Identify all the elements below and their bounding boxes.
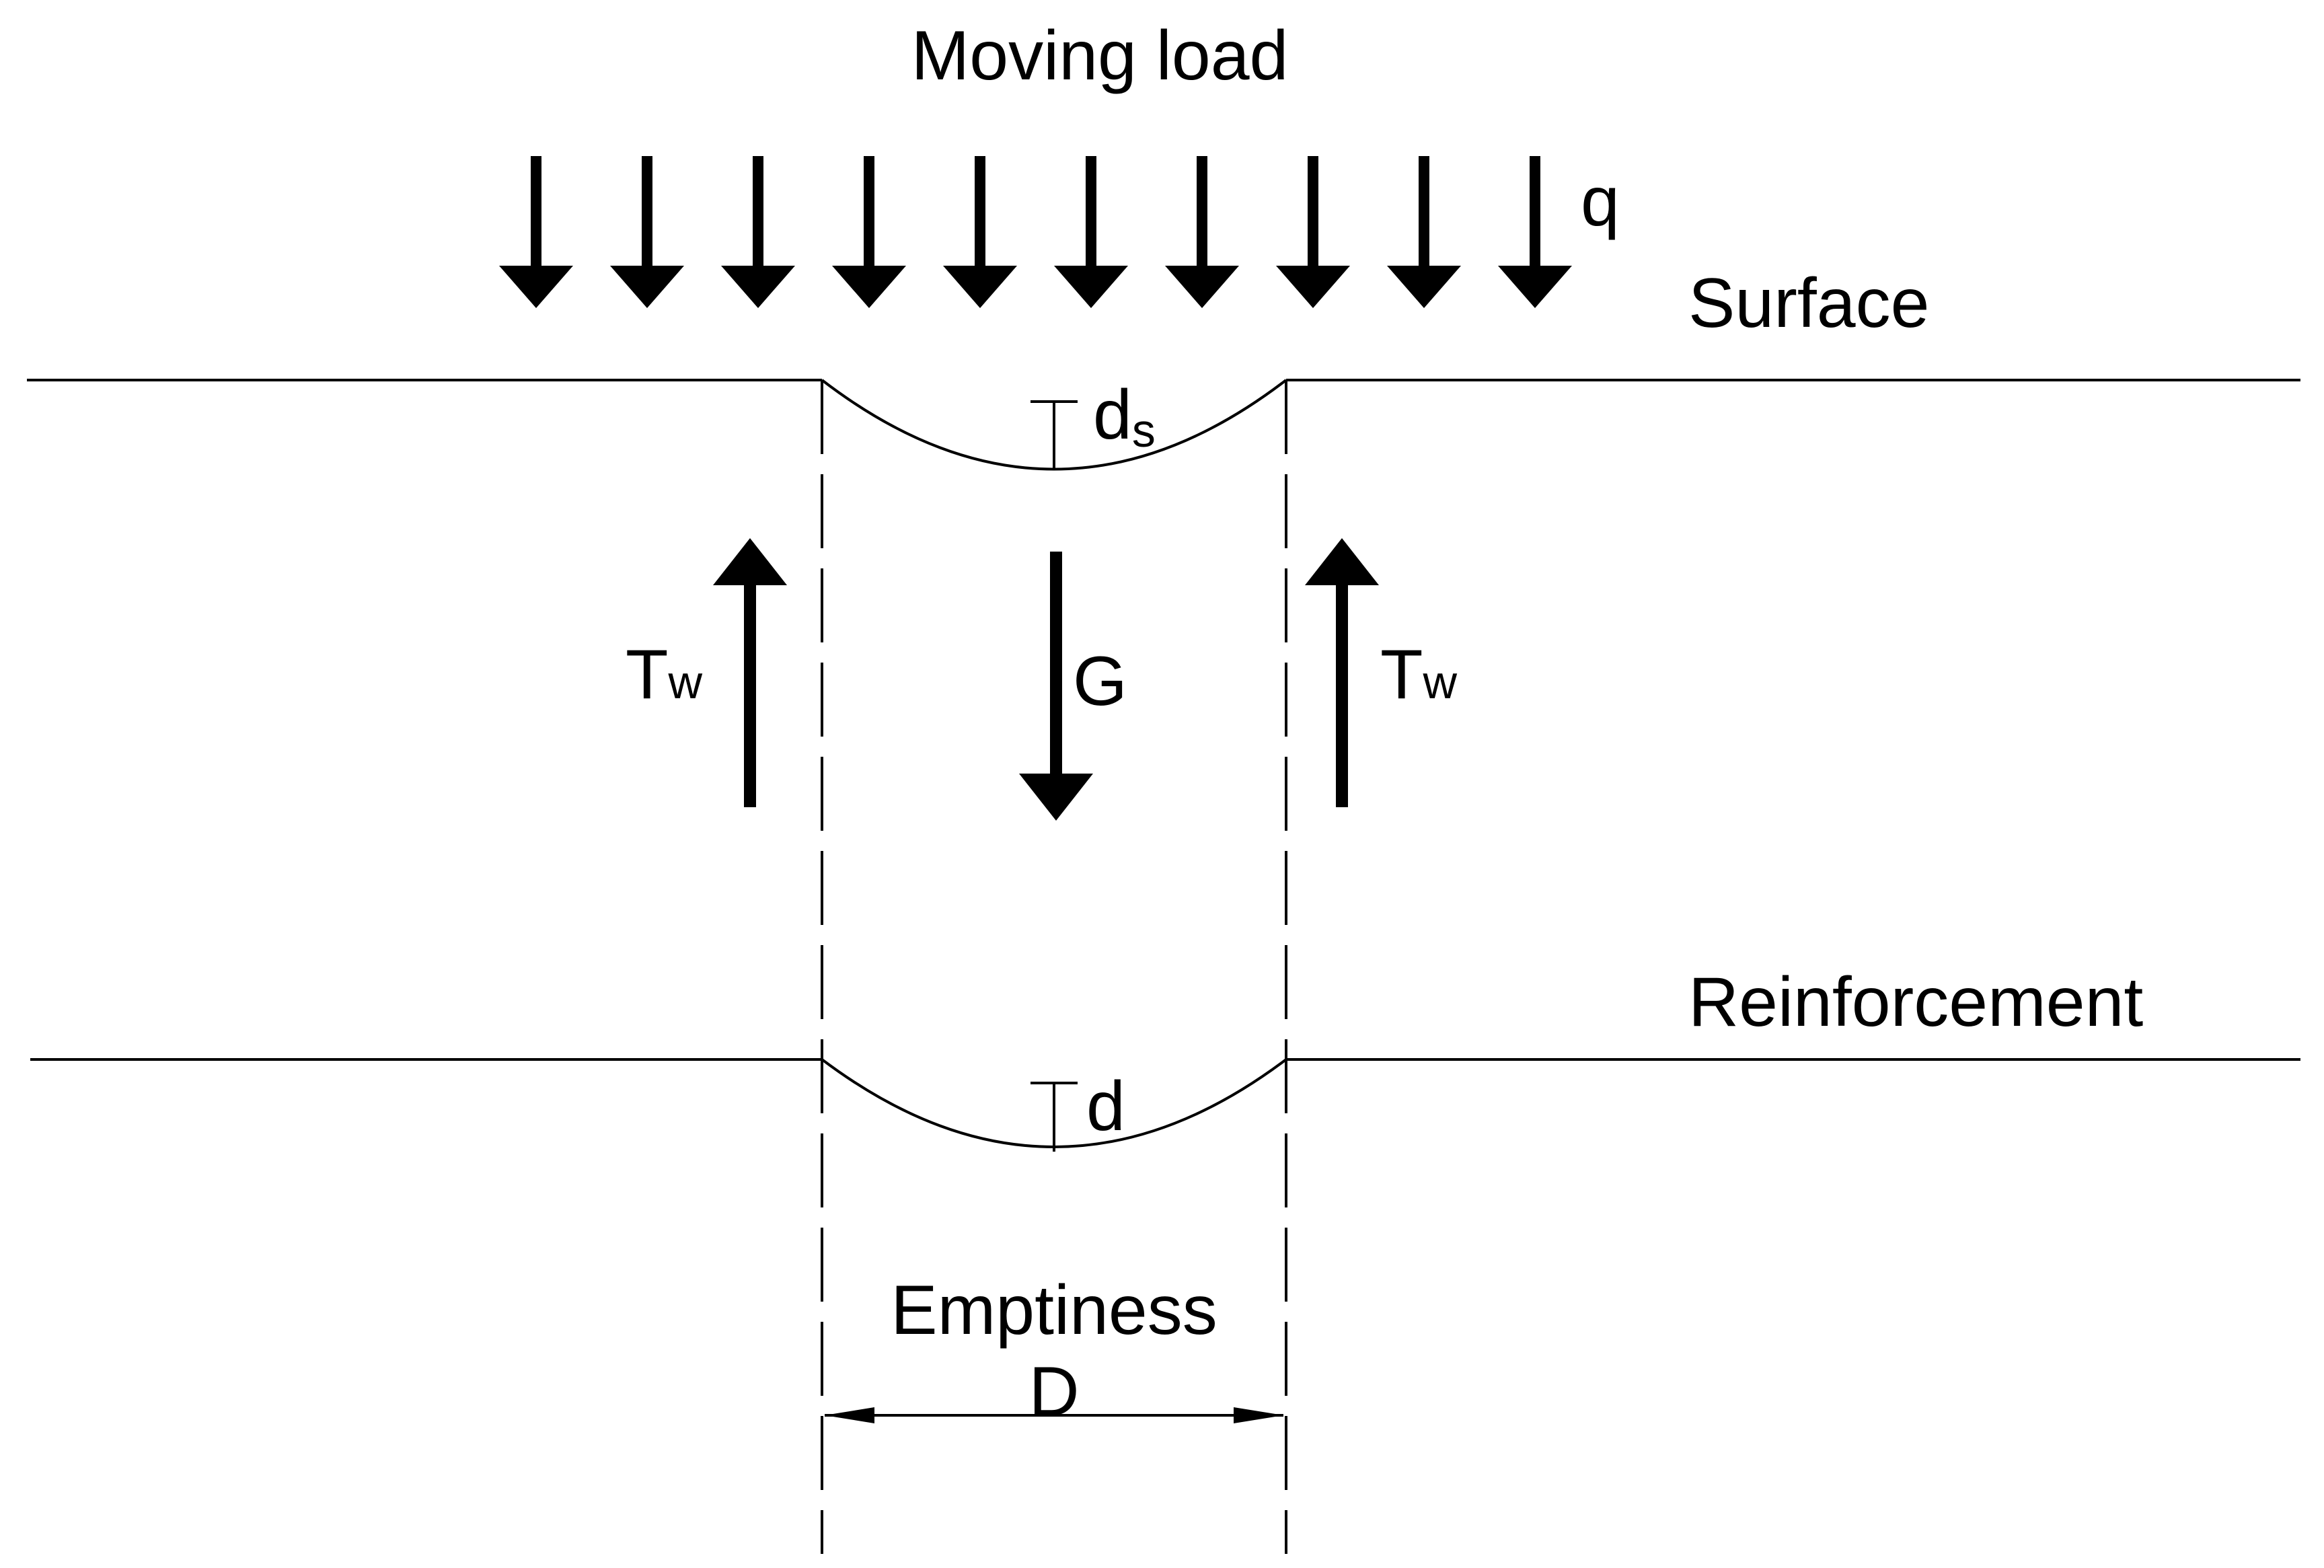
g-label: G: [1073, 642, 1127, 720]
emptiness-label: Emptiness: [891, 1271, 1217, 1349]
load-arrow: [1387, 156, 1461, 308]
load-arrow: [610, 156, 684, 308]
reinforcement-line: [30, 1058, 2300, 1148]
ds-dimension: [1030, 400, 1078, 469]
surface-label: Surface: [1688, 264, 1929, 342]
d-dimension: [1030, 1082, 1078, 1152]
gravity-arrow: [1019, 552, 1093, 821]
load-arrow: [721, 156, 795, 308]
d-label: d: [1086, 1068, 1125, 1146]
tw-right-arrow: [1305, 538, 1379, 807]
void-width-label: D: [1028, 1353, 1079, 1431]
void-width-dimension: [825, 1407, 1283, 1423]
load-arrow: [499, 156, 573, 308]
load-arrow: [943, 156, 1017, 308]
tw-right-label: Tw: [1380, 636, 1458, 714]
tw-left-label: Tw: [626, 636, 703, 714]
ds-label: ds: [1093, 376, 1156, 457]
load-arrow: [1276, 156, 1350, 308]
moving-load-arrows: [499, 156, 1572, 308]
load-arrow: [1498, 156, 1572, 308]
surface-line: [27, 379, 2300, 471]
load-arrow: [832, 156, 906, 308]
reinforcement-label: Reinforcement: [1688, 963, 2143, 1041]
q-label: q: [1581, 163, 1620, 241]
load-arrow: [1165, 156, 1239, 308]
tw-left-arrow: [713, 538, 787, 807]
void-boundaries: [821, 380, 1287, 1554]
load-arrow: [1054, 156, 1128, 308]
moving-load-title: Moving load: [911, 17, 1289, 95]
